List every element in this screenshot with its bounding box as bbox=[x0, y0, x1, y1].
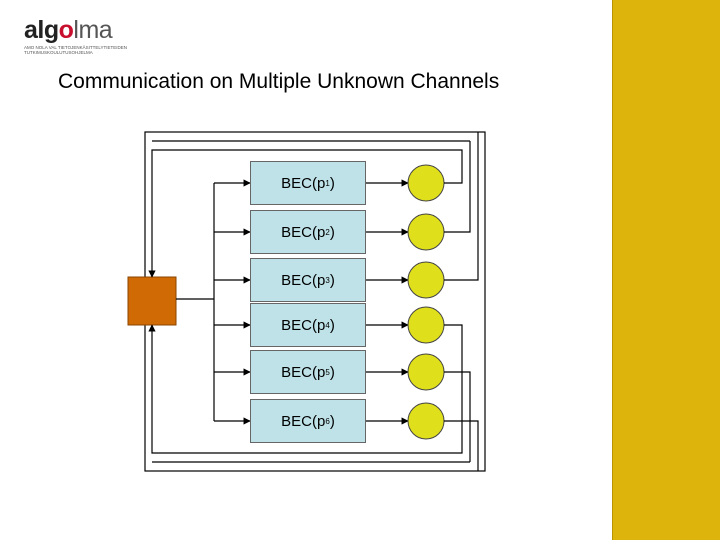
channel-input-arrows bbox=[214, 179, 251, 425]
receiver-circles bbox=[407, 164, 445, 440]
feedback-bottom bbox=[148, 140, 479, 471]
receiver-2 bbox=[407, 213, 445, 251]
receiver-1 bbox=[407, 164, 445, 202]
receiver-5 bbox=[407, 353, 445, 391]
sender-block bbox=[127, 276, 177, 326]
slide-title: Communication on Multiple Unknown Channe… bbox=[58, 70, 500, 93]
logo-wordmark: algolma bbox=[24, 16, 113, 44]
algolma-logo: algolma AMO NOLA VAL TIETOJENKÄSITTELYTI… bbox=[24, 16, 128, 56]
channel-output-arrows bbox=[366, 179, 409, 425]
receiver-3 bbox=[407, 261, 445, 299]
yellow-sidebar-panel bbox=[612, 0, 720, 540]
receiver-4 bbox=[407, 306, 445, 344]
feedback-top bbox=[148, 132, 479, 281]
receiver-6 bbox=[407, 402, 445, 440]
